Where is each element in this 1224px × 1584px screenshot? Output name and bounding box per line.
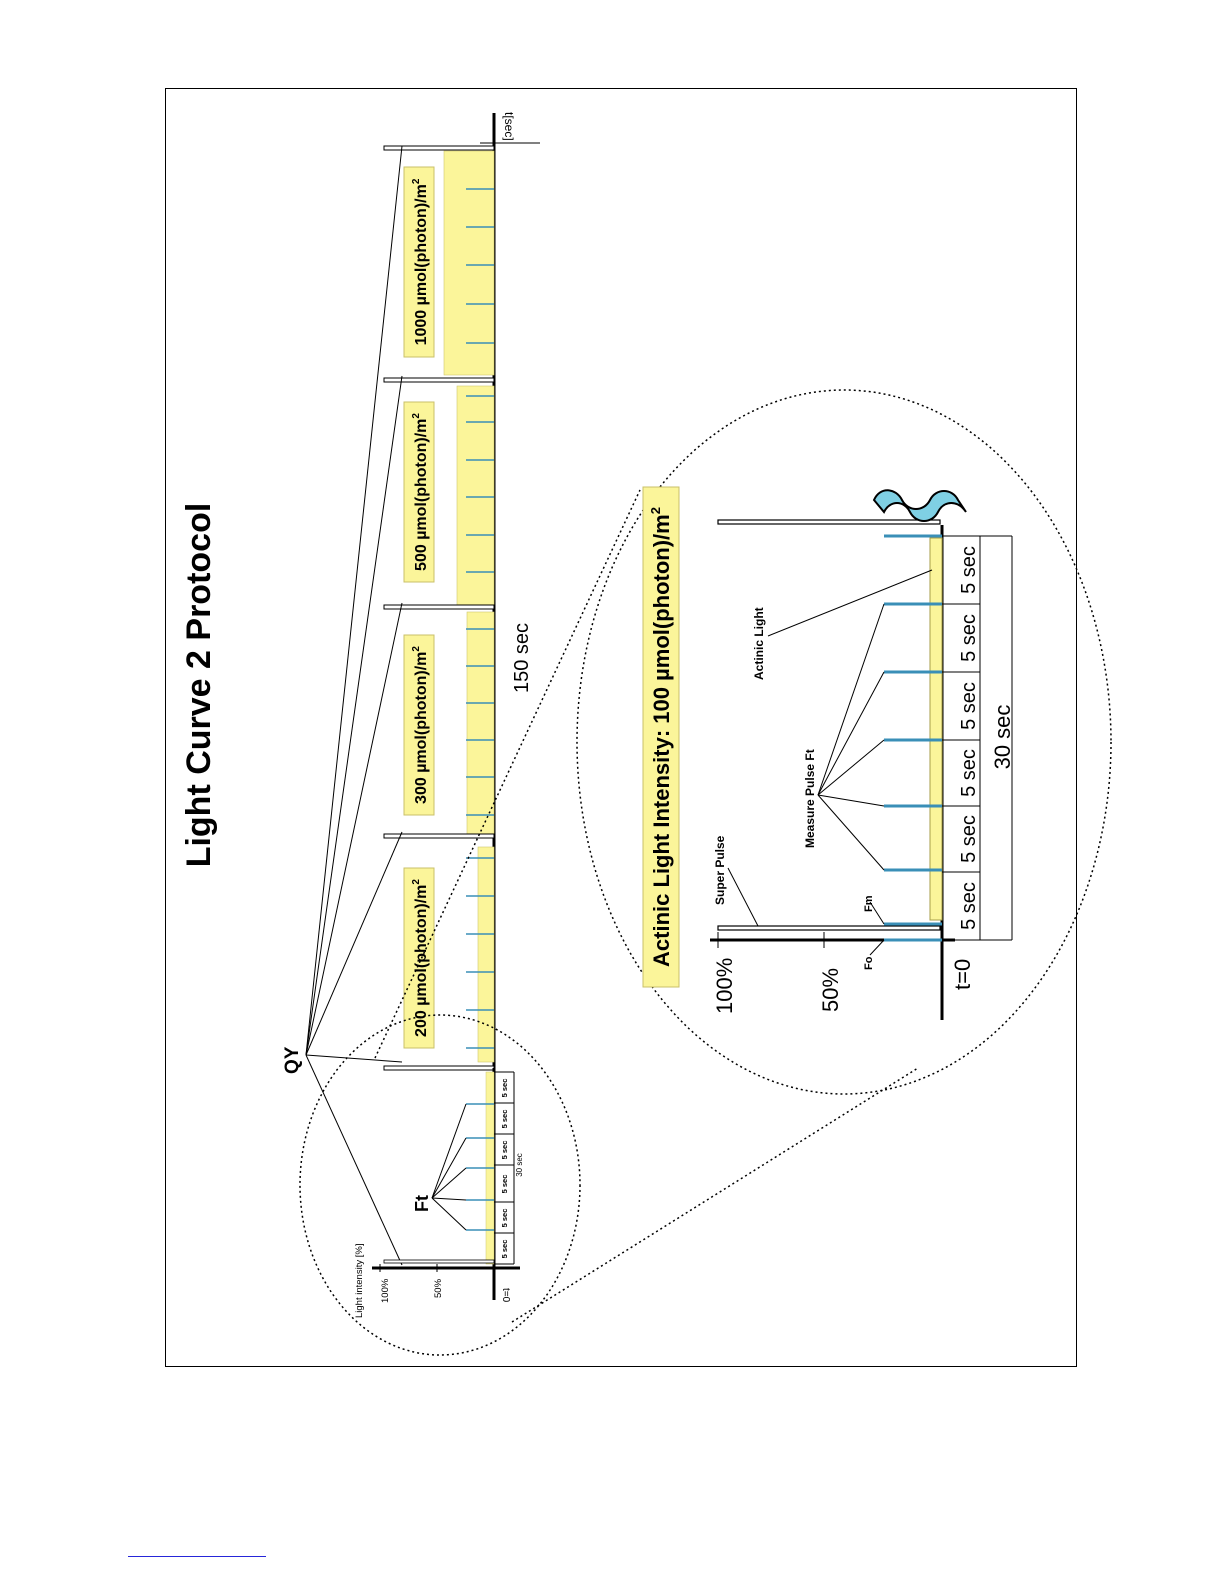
small-saturating-pulse — [383, 1259, 495, 1264]
zoom-t0: t=0 — [950, 959, 975, 990]
zoom-tick-100: 100% — [712, 958, 737, 1014]
small-interval-4: 5 sec — [500, 1141, 509, 1160]
svg-text:Actinic Light Intensity: 100 µ: Actinic Light Intensity: 100 µmol(photon… — [648, 507, 674, 967]
small-ft-fan — [431, 1103, 467, 1231]
qy-fan-lines — [305, 145, 403, 1266]
fm-label: Fm — [863, 895, 875, 912]
actinic-light-label: Actinic Light — [752, 607, 766, 680]
small-ft-label: Ft — [412, 1195, 432, 1212]
intensity-label-200: 200 µmol(photon)/m2 — [403, 867, 435, 1049]
actinic-block-1000 — [443, 150, 495, 376]
intensity-label-300: 300 µmol(photon)/m2 — [403, 634, 435, 816]
small-total: 30 sec — [515, 1153, 524, 1177]
small-detail-ellipse — [299, 1014, 581, 1356]
zoom-interval-3: 5 sec — [958, 749, 980, 797]
fo-label: Fo — [863, 956, 875, 970]
actinic-block-300 — [466, 611, 495, 835]
qy-label: QY — [282, 1046, 303, 1074]
small-interval-2: 5 sec — [500, 1209, 509, 1228]
break-wave-icon — [872, 489, 967, 522]
fm-leader — [869, 901, 885, 925]
small-interval-5: 5 sec — [500, 1110, 509, 1129]
zoom-interval-4: 5 sec — [958, 682, 980, 730]
zoom-interval-grid — [942, 535, 1013, 941]
zoom-next-pulse — [717, 519, 941, 525]
zoom-super-pulse — [717, 925, 941, 931]
saturating-pulse-5 — [383, 145, 495, 151]
small-interval-1: 5 sec — [500, 1240, 509, 1259]
zoom-axes — [710, 525, 955, 1020]
super-pulse-leader — [727, 867, 759, 927]
intensity-label-1000: 1000 µmol(photon)/m2 — [403, 166, 435, 358]
zoom-actinic-bar — [929, 537, 943, 921]
actinic-light-leader — [767, 569, 933, 637]
zoom-total: 30 sec — [990, 705, 1015, 770]
svg-text:300 µmol(photon)/m2: 300 µmol(photon)/m2 — [411, 646, 430, 804]
saturating-pulse-4 — [383, 377, 495, 383]
saturating-pulses — [383, 145, 495, 1071]
zoom-interval-5: 5 sec — [958, 614, 980, 662]
small-interval-grid — [494, 1071, 515, 1265]
zoom-title: Actinic Light Intensity: 100 µmol(photon… — [642, 486, 680, 988]
zoom-interval-6: 5 sec — [958, 546, 980, 594]
total-duration-label: 150 sec — [511, 623, 533, 693]
saturating-pulse-1 — [383, 1065, 495, 1071]
intensity-label-500: 500 µmol(photon)/m2 — [403, 401, 435, 583]
figure-frame — [165, 88, 1077, 1367]
measure-pulse-fan — [817, 603, 885, 871]
small-t0: t=0 — [500, 1288, 511, 1303]
actinic-block-500 — [456, 385, 495, 607]
svg-text:200 µmol(photon)/m2: 200 µmol(photon)/m2 — [411, 879, 430, 1037]
saturating-pulse-3 — [383, 604, 495, 610]
small-ylabel: Light intensity [%] — [354, 1244, 365, 1318]
zoom-interval-1: 5 sec — [958, 882, 980, 930]
measure-pulse-label: Measure Pulse Ft — [803, 749, 817, 848]
small-tick-100: 100% — [380, 1278, 391, 1303]
actinic-block-200 — [477, 846, 495, 1063]
svg-text:1000 µmol(photon)/m2: 1000 µmol(photon)/m2 — [411, 178, 430, 345]
saturating-pulse-2 — [383, 833, 495, 839]
svg-text:500 µmol(photon)/m2: 500 µmol(photon)/m2 — [411, 413, 430, 571]
fo-leader — [869, 939, 885, 956]
small-measure-pulses — [466, 1103, 494, 1231]
zoom-ellipse — [576, 389, 1112, 1095]
zoom-tick-50: 50% — [818, 968, 843, 1012]
zoom-measure-pulses — [884, 534, 942, 942]
main-measure-pulses — [466, 188, 494, 1049]
super-pulse-label: Super Pulse — [713, 835, 727, 905]
footer-rule — [128, 1556, 266, 1557]
small-interval-3: 5 sec — [500, 1175, 509, 1194]
main-axis-label: t[sec] — [502, 112, 516, 141]
small-interval-6: 5 sec — [500, 1079, 509, 1098]
small-tick-50: 50% — [433, 1278, 444, 1298]
zoom-interval-2: 5 sec — [958, 815, 980, 863]
diagram-title: Light Curve 2 Protocol — [180, 503, 218, 868]
